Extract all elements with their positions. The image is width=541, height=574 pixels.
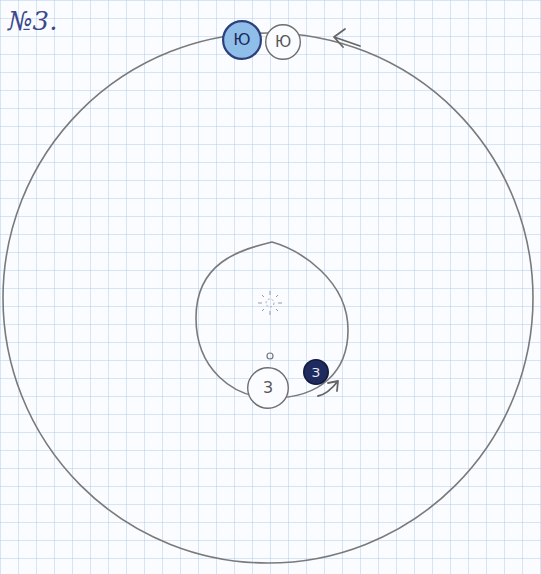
small-dot <box>267 353 273 359</box>
problem-number: №3. <box>8 6 57 36</box>
outer-orbit <box>3 33 533 563</box>
planet-letter: З <box>263 381 273 396</box>
planet-letter: Ю <box>275 35 291 50</box>
circle-shape <box>304 360 328 384</box>
planet-circle: Ю <box>222 20 262 60</box>
planet-letter: З <box>312 366 320 379</box>
motion-arrow <box>334 29 360 47</box>
earth-circle: З <box>303 359 329 385</box>
circle-shape <box>266 25 301 60</box>
planet-circle: Ю <box>265 24 301 60</box>
earth-circle: З <box>247 367 289 409</box>
sun-symbol <box>258 291 282 315</box>
planet-letter: Ю <box>233 32 250 48</box>
circle-shape <box>223 21 261 59</box>
circle-shape <box>248 368 289 409</box>
